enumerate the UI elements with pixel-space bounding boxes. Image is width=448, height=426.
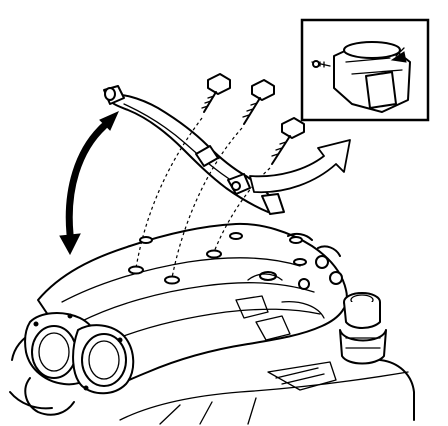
detail-inset-fitting (333, 41, 411, 113)
detail-inset (300, 18, 430, 122)
removal-arrow (249, 139, 351, 194)
mounting-bolt-3 (213, 117, 305, 253)
fuel-rail-bracket (103, 85, 285, 215)
rotation-arrow (59, 111, 119, 256)
detail-inset-screw (311, 60, 331, 68)
throttle-body-bores (24, 312, 135, 416)
mounting-bolt-2 (171, 79, 275, 279)
oil-filler-cap (339, 292, 387, 365)
mounting-bolt-1 (135, 73, 231, 269)
intake-runners (235, 232, 343, 341)
